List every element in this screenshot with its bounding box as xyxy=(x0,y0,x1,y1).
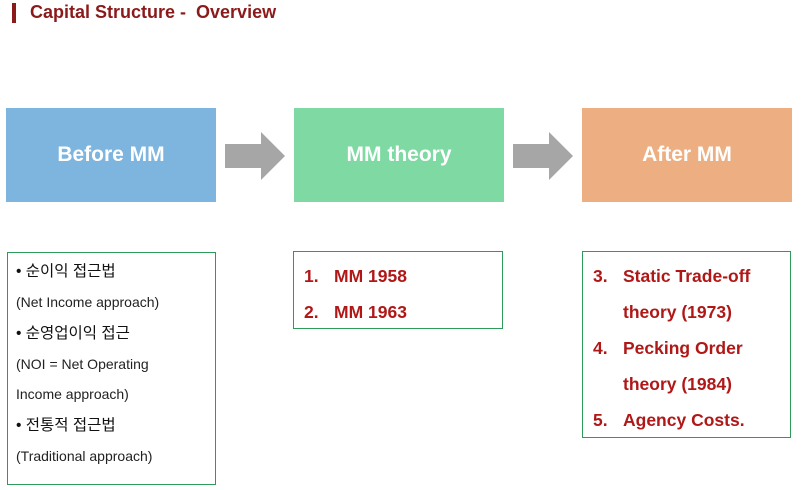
list-item-continuation: theory (1973) xyxy=(593,300,790,336)
list-item: 4. Pecking Order xyxy=(593,336,790,372)
right-arrow-icon xyxy=(513,132,573,180)
list-item: 2. MM 1963 xyxy=(304,300,502,336)
item-number: 5. xyxy=(593,410,608,430)
item-text: Pecking Order xyxy=(623,338,743,358)
list-item-continuation: theory (1984) xyxy=(593,372,790,408)
page-title: Capital Structure - Overview xyxy=(30,2,277,22)
list-item-detail: Income approach) xyxy=(16,386,129,402)
list-item: • 순영업이익 접근 xyxy=(16,325,130,342)
before-mm-list: • 순이익 접근법 (Net Income approach) • 순영업이익 … xyxy=(7,252,216,485)
item-number: 2. xyxy=(304,302,319,322)
list-item: • 순이익 접근법 xyxy=(16,263,116,280)
list-item: 1. MM 1958 xyxy=(304,264,502,300)
stage-label: After MM xyxy=(642,143,732,166)
stage-mm-theory: MM theory xyxy=(294,108,504,202)
item-number: 4. xyxy=(593,338,608,358)
right-arrow-icon xyxy=(225,132,285,180)
item-number: 3. xyxy=(593,266,608,286)
mm-theory-list: 1. MM 1958 2. MM 1963 xyxy=(293,251,503,329)
item-text: theory (1973) xyxy=(623,302,732,322)
item-number: 1. xyxy=(304,266,319,286)
stage-label: MM theory xyxy=(346,143,452,166)
stage-label: Before MM xyxy=(57,143,165,166)
list-item-detail: (Net Income approach) xyxy=(16,294,160,310)
list-item: • 전통적 접근법 xyxy=(16,417,116,434)
item-text: Static Trade-off xyxy=(623,266,751,286)
title-accent-bar xyxy=(12,3,16,23)
item-text: MM 1963 xyxy=(334,302,407,322)
item-text: Agency Costs. xyxy=(623,410,745,430)
stage-before-mm: Before MM xyxy=(6,108,216,202)
list-item-detail: (Traditional approach) xyxy=(16,448,153,464)
list-item: 5. Agency Costs. xyxy=(593,408,790,444)
stage-after-mm: After MM xyxy=(582,108,792,202)
item-text: theory (1984) xyxy=(623,374,732,394)
list-item: 3. Static Trade-off xyxy=(593,264,790,300)
after-mm-list: 3. Static Trade-off theory (1973) 4. Pec… xyxy=(582,251,791,438)
list-item-detail: (NOI = Net Operating xyxy=(16,356,149,372)
item-text: MM 1958 xyxy=(334,266,407,286)
